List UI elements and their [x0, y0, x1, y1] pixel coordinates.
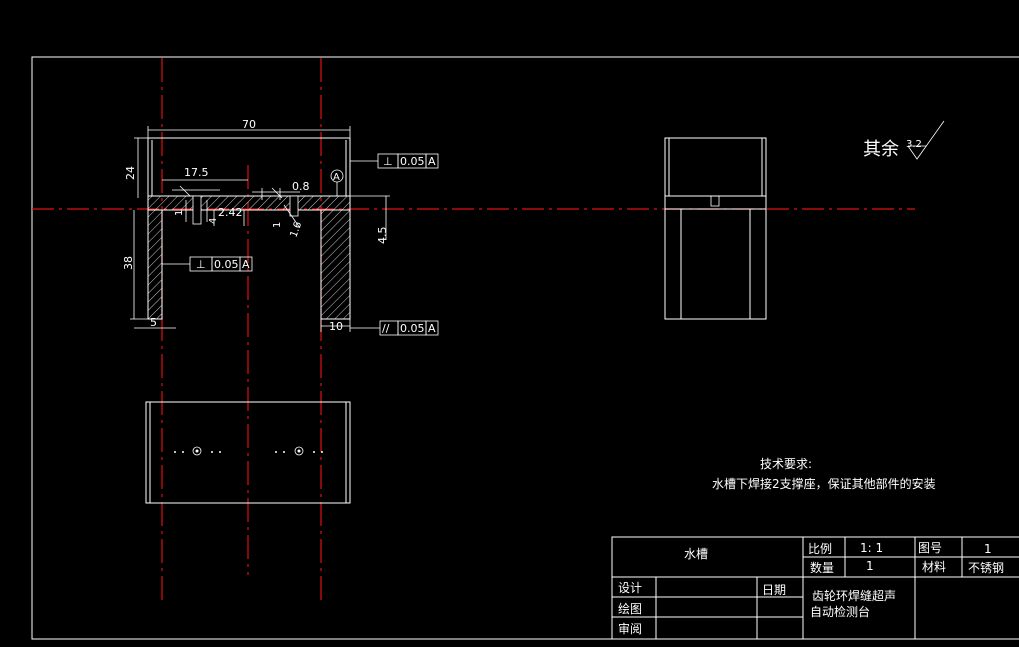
centerlines	[32, 58, 915, 600]
svg-text:A: A	[333, 172, 340, 183]
dim-height-top-label: 24	[124, 166, 137, 180]
svg-text://: //	[382, 322, 390, 335]
svg-text:0.05: 0.05	[400, 322, 425, 335]
dim-inner-offset: 17.5	[162, 166, 248, 181]
dim-depth: 4.5	[350, 195, 390, 245]
svg-text:1: 1: 1: 1	[860, 541, 883, 555]
svg-text:0.05: 0.05	[400, 155, 425, 168]
dim-height-top: 24	[124, 137, 148, 198]
svg-text:设计: 设计	[618, 581, 642, 595]
dim-small-16: 1.6	[288, 220, 304, 239]
left-leg	[147, 209, 163, 320]
svg-text:0.05: 0.05	[214, 258, 239, 271]
svg-text:1: 1	[984, 542, 992, 556]
bottom-plate	[147, 195, 351, 211]
tolerance-frame-left: ⊥ 0.05 A	[162, 256, 253, 272]
svg-text:绘图: 绘图	[618, 601, 642, 616]
dim-small-1b: 1	[272, 222, 283, 228]
svg-text:不锈钢: 不锈钢	[968, 561, 1004, 575]
surface-finish: 其余 3.2	[863, 120, 945, 160]
svg-text:审阅: 审阅	[618, 621, 642, 636]
top-view	[145, 401, 351, 504]
side-view	[664, 137, 767, 320]
dim-gap-label: 0.8	[292, 180, 310, 193]
svg-text:A: A	[242, 258, 250, 271]
tolerance-frame-top: ⊥ 0.05 A	[350, 153, 439, 169]
svg-text:⊥: ⊥	[196, 258, 206, 271]
svg-text:A: A	[428, 322, 436, 335]
title-block: 水槽 比例 1: 1 图号 1 数量 1 材料 不锈钢 设计 日期 绘图 审阅 …	[611, 536, 1019, 640]
svg-text:其余: 其余	[863, 139, 899, 160]
drawing-border	[31, 56, 1019, 640]
svg-text:齿轮环焊缝超声: 齿轮环焊缝超声	[812, 588, 896, 603]
tech-requirements: 技术要求: 水槽下焊接2支撑座，保证其他部件的安装	[712, 457, 936, 491]
dim-small-4: 4	[208, 218, 219, 224]
dim-hole-label: 2.42	[218, 206, 243, 219]
svg-text:⊥: ⊥	[383, 155, 393, 168]
dim-small-1a: 1	[174, 210, 185, 216]
dim-depth-label: 4.5	[376, 227, 389, 245]
svg-text:数量: 数量	[810, 560, 834, 575]
dim-height-leg-label: 38	[122, 256, 135, 270]
svg-text:水槽下焊接2支撑座，保证其他部件的安装: 水槽下焊接2支撑座，保证其他部件的安装	[712, 476, 936, 491]
svg-text:材料: 材料	[922, 560, 946, 574]
part-name: 水槽	[684, 547, 708, 561]
dim-leg-left: 5	[134, 316, 176, 329]
dim-leg-right-label: 10	[329, 320, 343, 333]
svg-text:技术要求:: 技术要求:	[760, 457, 812, 471]
front-section-view	[147, 137, 351, 320]
svg-text:日期: 日期	[762, 583, 786, 597]
svg-text:自动检测台: 自动检测台	[810, 604, 870, 619]
svg-text:比例: 比例	[808, 542, 832, 556]
svg-text:图号: 图号	[918, 541, 942, 555]
dim-height-leg: 38	[122, 210, 148, 320]
datum-marker: A	[330, 169, 344, 196]
tolerance-frame-right: // 0.05 A	[350, 320, 439, 336]
svg-text:3.2: 3.2	[906, 139, 922, 150]
svg-text:1: 1	[866, 559, 874, 573]
dim-leg-right: 10	[320, 319, 351, 333]
dim-leg-left-label: 5	[150, 316, 157, 329]
dim-width: 70	[147, 118, 351, 138]
dim-inner-offset-label: 17.5	[184, 166, 209, 179]
svg-text:A: A	[428, 155, 436, 168]
right-leg	[320, 209, 351, 320]
dim-width-label: 70	[242, 118, 256, 131]
